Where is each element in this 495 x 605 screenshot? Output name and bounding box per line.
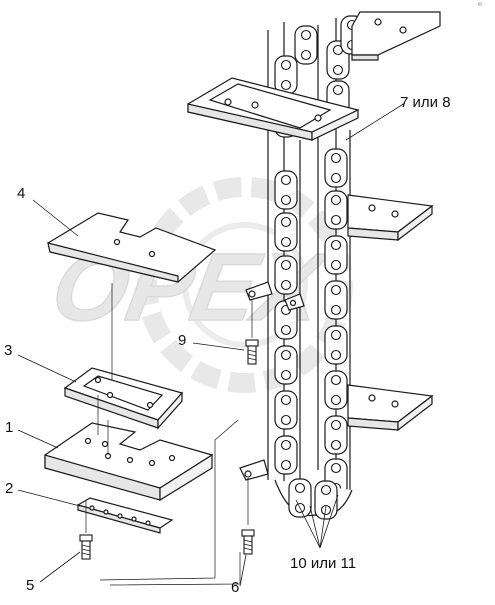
callout-4: 4	[17, 185, 26, 202]
corner-mark: ²¹	[478, 3, 482, 9]
flight-plate-middle	[347, 194, 434, 242]
callout-2: 2	[5, 480, 14, 497]
callout-3: 3	[4, 342, 13, 359]
leader-lines	[17, 102, 406, 587]
bolt-6	[241, 529, 255, 555]
callout-1: 1	[5, 419, 14, 436]
flight-plate-lower	[347, 384, 434, 432]
callout-5: 5	[26, 577, 35, 594]
bolt-9	[245, 339, 259, 365]
part-4-sheet	[47, 212, 217, 283]
callout-9: 9	[178, 332, 187, 349]
part-2-strip	[76, 497, 174, 534]
callout-7-or-8: 7 или 8	[400, 94, 451, 111]
chain-assembly	[239, 15, 364, 520]
part-3-pad	[63, 367, 184, 430]
assembly-guide-lines	[85, 283, 253, 586]
bolt-5	[79, 534, 93, 560]
flight-plate-upper	[187, 77, 360, 141]
callout-6: 6	[231, 579, 240, 596]
flight-plate-top	[351, 11, 441, 61]
part-1-base-plate	[44, 422, 214, 502]
callout-10-or-11: 10 или 11	[290, 555, 357, 572]
watermark: OPEX	[44, 177, 353, 393]
